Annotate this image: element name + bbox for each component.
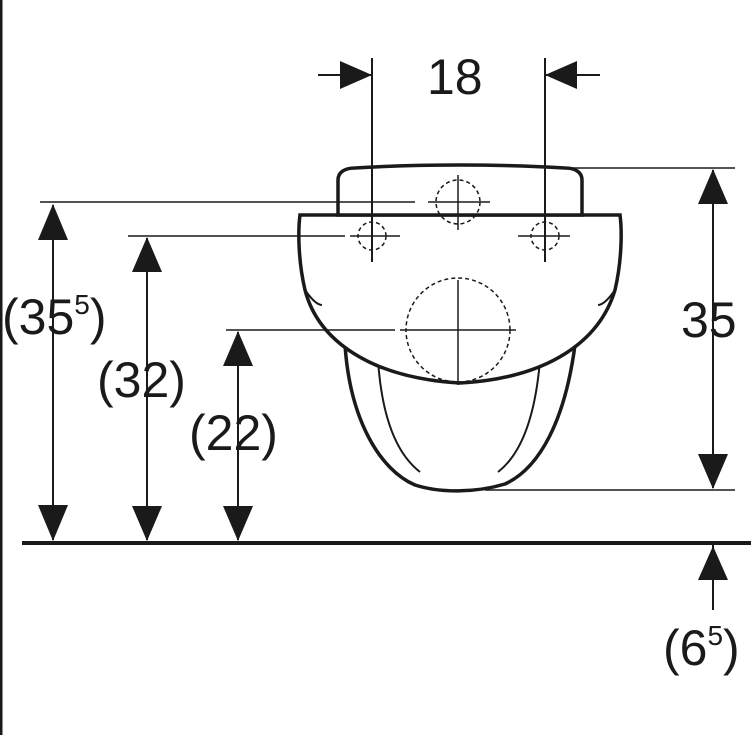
dimension-label-6-5-close: ): [723, 620, 740, 676]
dimension-22-bottom-arrowhead: [223, 506, 253, 541]
toilet-bowl-outline: [297, 213, 623, 385]
dimension-22-top-arrowhead: [223, 331, 253, 366]
dimension-65-arrowhead: [698, 546, 728, 580]
dimension-18-left-arrowhead: [340, 61, 372, 89]
toilet-bowl-rim-right: [597, 289, 616, 306]
dimension-label-6-5: (65): [663, 620, 740, 676]
dimension-35-bottom-arrowhead: [698, 454, 728, 489]
dimension-18-right-arrowhead: [545, 61, 577, 89]
dimension-label-35-5-superscript: 5: [74, 289, 90, 320]
dimension-32-bottom-arrowhead: [132, 506, 162, 541]
dimension-32-top-arrowhead: [132, 237, 162, 272]
dimension-label-22: (22): [189, 405, 278, 461]
dimension-label-35-5: (355): [2, 289, 107, 345]
dimension-label-6-5-superscript: 5: [707, 620, 724, 651]
dimension-35-top-arrowhead: [698, 169, 728, 204]
toilet-pan-inner-right: [497, 359, 541, 473]
dimension-label-6-5-base: (6: [663, 620, 708, 676]
toilet-pan-inner-left: [377, 359, 421, 473]
dimension-355-top-arrowhead: [38, 204, 68, 240]
dimension-label-35-5-close: ): [89, 289, 107, 345]
dimension-label-35-5-base: (35: [2, 289, 75, 345]
toilet-bowl-rim-left: [304, 289, 323, 306]
dimension-label-32: (32): [97, 352, 186, 408]
dimension-355-bottom-arrowhead: [38, 505, 68, 541]
dimension-label-18: 18: [427, 49, 483, 105]
dimension-label-35: 35: [681, 292, 737, 348]
